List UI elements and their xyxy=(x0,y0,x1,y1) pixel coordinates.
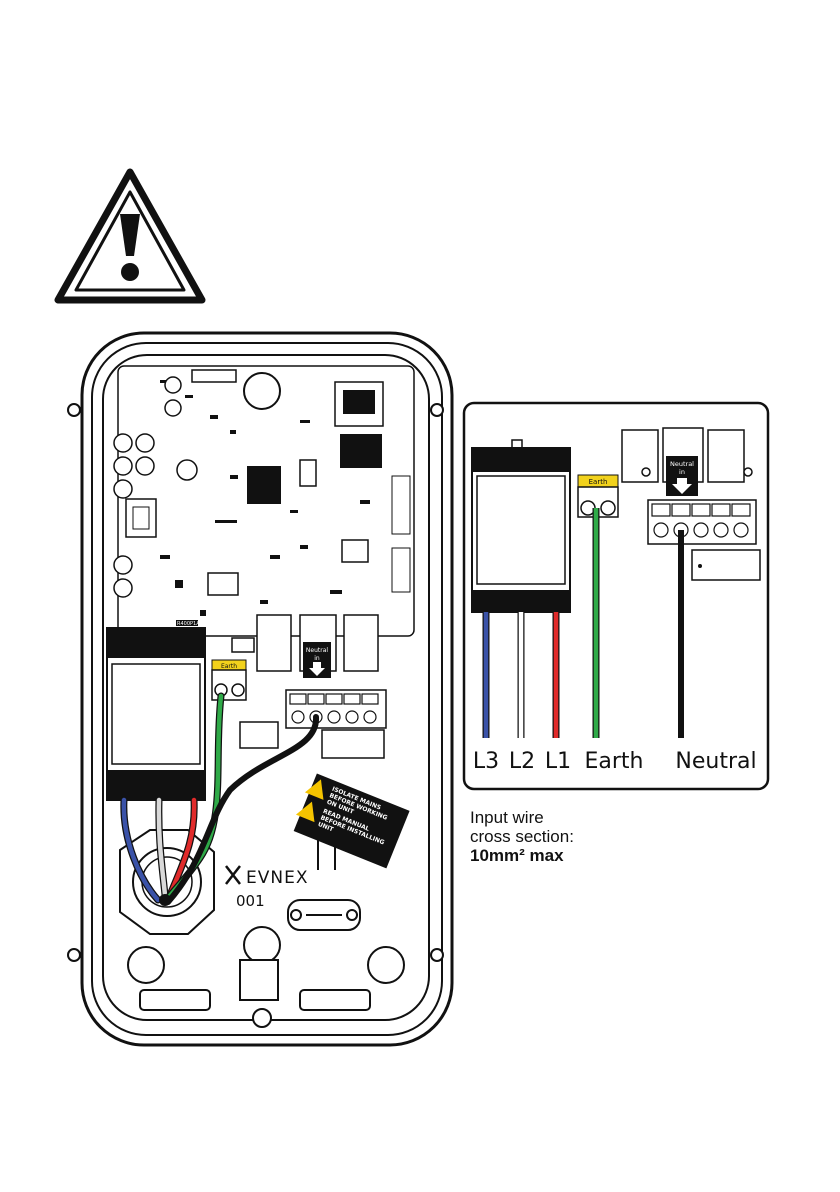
model-number: 001 xyxy=(236,892,265,910)
caption-line3: 10mm² max xyxy=(470,846,690,865)
detail-neutral-tag-line2: in xyxy=(679,468,685,476)
detail-inset: Earth Neutral in xyxy=(464,403,768,789)
caption-line2: cross section: xyxy=(470,827,690,846)
caption-line1: Input wire xyxy=(470,808,690,827)
contactor-module xyxy=(107,628,205,800)
label-earth: Earth xyxy=(585,749,644,774)
brand-name: EVNEX xyxy=(246,868,308,888)
wire-spec-caption: Input wire cross section: 10mm² max xyxy=(470,808,690,865)
label-l1: L1 xyxy=(545,749,571,774)
warning-triangle-icon xyxy=(58,172,202,300)
earth-terminal: Earth xyxy=(212,660,246,700)
detail-neutral-tag-line1: Neutral xyxy=(670,460,694,468)
chip-label: R400P1A xyxy=(177,621,200,627)
label-l3: L3 xyxy=(473,749,499,774)
label-l2: L2 xyxy=(509,749,535,774)
detail-earth-tag-label: Earth xyxy=(589,478,608,486)
neutral-tag-line1: Neutral xyxy=(306,647,328,654)
earth-tag-label: Earth xyxy=(221,663,237,670)
neutral-in-tag: Neutral in xyxy=(303,642,331,678)
label-neutral: Neutral xyxy=(675,749,756,774)
neutral-tag-line2: in xyxy=(314,655,320,662)
circuit-board: R400P1A xyxy=(114,366,414,636)
